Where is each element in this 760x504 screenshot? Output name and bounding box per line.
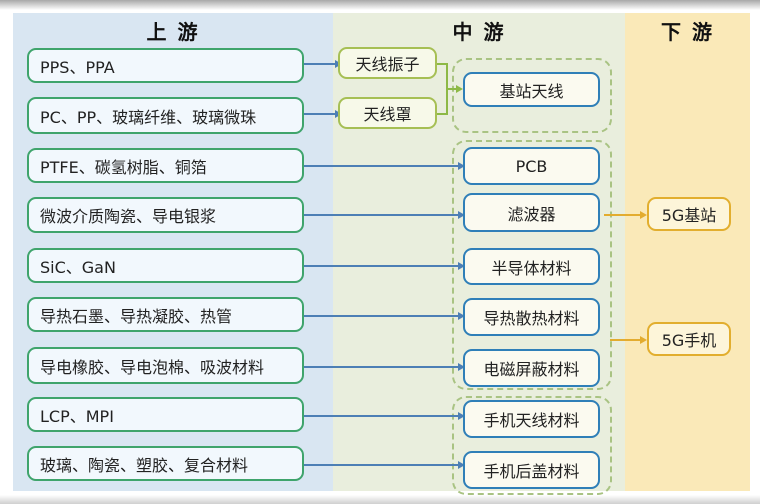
upstream-box-lcp-mpi: LCP、MPI <box>27 397 304 432</box>
mid-box-thermal-dissipation-materials: 导热散热材料 <box>463 298 600 336</box>
down-box-label: 5G基站 <box>661 206 717 225</box>
upstream-box-pc-pp-glassfiber: PC、PP、玻璃纤维、玻璃微珠 <box>27 97 304 134</box>
upstream-box-label: SiC、GaN <box>40 257 116 277</box>
arrow-ptfe-to-pcb <box>304 162 465 170</box>
mid-box-label: 手机天线材料 <box>483 411 580 430</box>
arrowhead <box>458 312 465 320</box>
mid-box-label: 导热散热材料 <box>483 309 580 328</box>
mid-box-phone-backcover-materials: 手机后盖材料 <box>463 451 600 489</box>
arrow-pc-to-radome <box>304 110 342 118</box>
group-base-station-antenna <box>452 58 612 133</box>
midstream-header: 中 游 <box>452 19 506 44</box>
mid-box-label: 天线振子 <box>355 55 420 74</box>
upstream-box-label: 微波介质陶瓷、导电银浆 <box>40 207 217 226</box>
upstream-header: 上 游 <box>146 19 200 44</box>
connector-radome-stub <box>437 113 448 115</box>
arrowhead <box>456 85 463 93</box>
mid-box-antenna-oscillator: 天线振子 <box>338 47 437 79</box>
arrow-sic-to-semiconductor <box>304 262 465 270</box>
arrow-lcp-to-phone-antenna <box>304 412 465 420</box>
mid-box-label: 基站天线 <box>499 81 564 101</box>
arrow-to-5g-phone <box>610 336 647 344</box>
arrowhead <box>458 461 465 469</box>
upstream-box-ptfe-resin-copperfoil: PTFE、碳氢树脂、铜箔 <box>27 148 304 183</box>
down-box-5g-phone: 5G手机 <box>647 322 731 356</box>
mid-box-emi-shielding-materials: 电磁屏蔽材料 <box>463 349 600 387</box>
downstream-header: 下 游 <box>661 19 714 44</box>
upstream-box-label: PTFE、碳氢树脂、铜箔 <box>40 157 207 177</box>
upstream-box-label: PPS、PPA <box>40 57 115 77</box>
arrowhead <box>458 262 465 270</box>
upstream-box-glass-ceramic-plastic-composite: 玻璃、陶瓷、塑胶、复合材料 <box>27 446 304 481</box>
mid-box-label: 手机后盖材料 <box>483 462 580 481</box>
arrow-glass-to-backcover <box>304 461 465 469</box>
mid-box-phone-antenna-materials: 手机天线材料 <box>463 400 600 438</box>
arrow-rubber-to-shielding <box>304 363 465 371</box>
arrowhead <box>640 211 647 219</box>
mid-box-label: 半导体材料 <box>491 258 572 278</box>
mid-box-label: 天线罩 <box>363 105 412 124</box>
arrow-pps-to-oscillator <box>304 60 342 68</box>
top-gradient-band <box>0 0 760 10</box>
downstream-column-background <box>625 13 750 491</box>
down-box-label: 5G手机 <box>661 331 717 350</box>
upstream-box-label: PC、PP、玻璃纤维、玻璃微珠 <box>40 107 257 127</box>
arrowhead <box>640 336 647 344</box>
mid-box-semiconductor-materials: 半导体材料 <box>463 248 600 285</box>
arrow-to-5g-base-station <box>604 211 647 219</box>
arrow-graphite-to-thermal <box>304 312 465 320</box>
mid-box-filter: 滤波器 <box>463 193 600 232</box>
connector-oscillator-stub <box>437 63 448 65</box>
arrow-ceramic-to-filter <box>304 211 465 219</box>
mid-box-label: 滤波器 <box>507 204 556 224</box>
upstream-box-label: 导电橡胶、导电泡棉、吸波材料 <box>40 357 265 377</box>
upstream-box-label: LCP、MPI <box>40 406 114 426</box>
upstream-box-label: 导热石墨、导热凝胶、热管 <box>40 306 233 326</box>
upstream-box-label: 玻璃、陶瓷、塑胶、复合材料 <box>40 455 249 475</box>
upstream-box-microwave-ceramic-silverpaste: 微波介质陶瓷、导电银浆 <box>27 197 304 233</box>
mid-box-pcb: PCB <box>463 147 600 185</box>
upstream-box-conductive-rubber-foam-absorber: 导电橡胶、导电泡棉、吸波材料 <box>27 347 304 384</box>
mid-box-radome: 天线罩 <box>338 97 437 129</box>
arrow-to-base-station-antenna <box>446 85 463 93</box>
mid-box-label: PCB <box>515 156 548 176</box>
group-phone-materials <box>452 396 612 495</box>
arrowhead <box>458 162 465 170</box>
down-box-5g-base-station: 5G基站 <box>647 197 731 231</box>
arrowhead <box>458 211 465 219</box>
mid-box-label: 电磁屏蔽材料 <box>483 360 580 379</box>
arrowhead <box>458 363 465 371</box>
mid-box-base-station-antenna: 基站天线 <box>463 72 600 107</box>
upstream-box-pps-ppa: PPS、PPA <box>27 48 304 83</box>
upstream-box-thermal-graphite-gel-heatpipe: 导热石墨、导热凝胶、热管 <box>27 297 304 332</box>
bottom-gradient-band <box>0 495 760 504</box>
upstream-box-sic-gan: SiC、GaN <box>27 248 304 283</box>
arrowhead <box>458 412 465 420</box>
